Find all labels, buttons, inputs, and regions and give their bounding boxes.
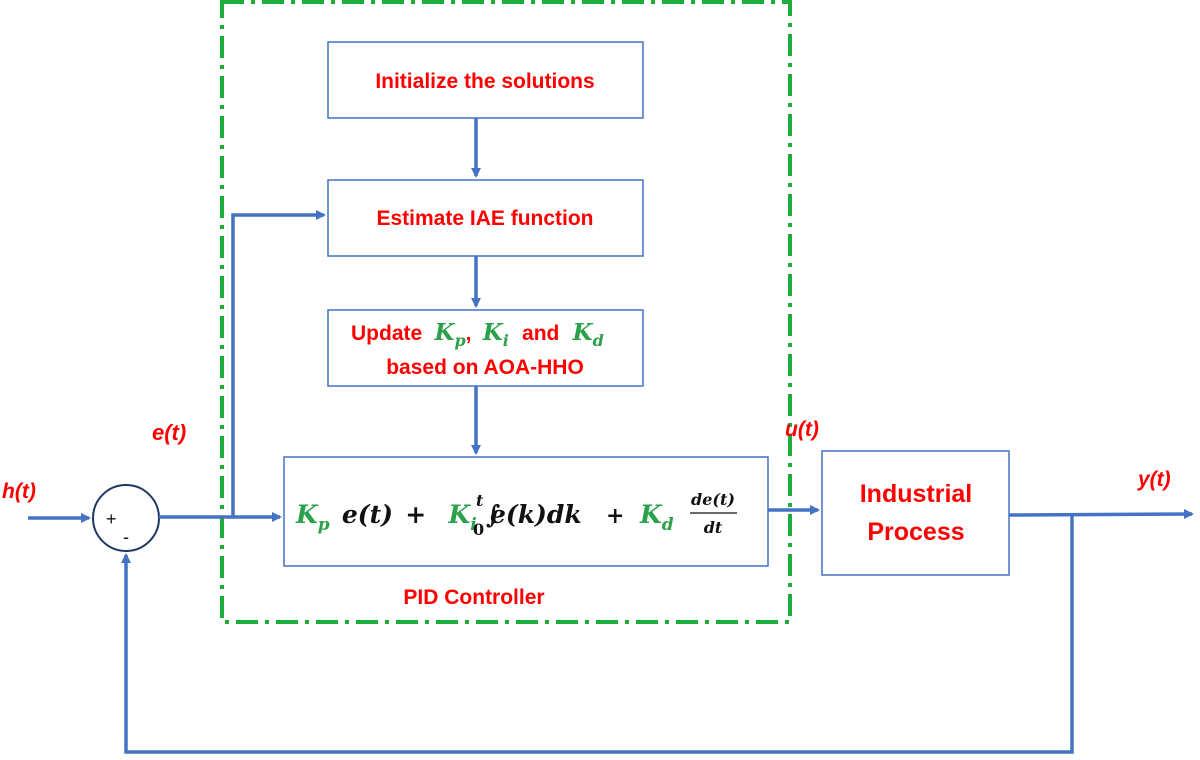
industrial-process-box (821, 450, 1010, 576)
kd-symbol: K (572, 319, 594, 346)
summing-junction-minus: - (123, 527, 129, 547)
update-and: and (522, 322, 559, 345)
ki-symbol: K (482, 319, 504, 346)
update-box (327, 309, 644, 387)
industrial-process-line2: Process (867, 518, 964, 546)
formula-fraction-numerator: de(t) (691, 490, 735, 509)
arrow-error-to-estimate (231, 210, 326, 517)
signal-h-label: h(t) (2, 480, 36, 503)
signal-u-label: u(t) (785, 418, 819, 441)
pid-controller-label: PID Controller (403, 586, 544, 609)
formula-ki-symbol: K (447, 500, 471, 529)
signal-e-label: e(t) (152, 420, 186, 445)
formula-integrand: e(k)dk (490, 500, 582, 529)
formula-error-term: e(t) (342, 500, 393, 529)
ki-subscript: i (503, 331, 509, 350)
initialize-label: Initialize the solutions (375, 70, 594, 93)
formula-integral-upper: t (476, 491, 484, 510)
estimate-box (327, 179, 644, 257)
formula-fraction-denominator: dt (704, 518, 723, 537)
formula-plus-1: + (405, 500, 426, 529)
kd-subscript: d (593, 331, 604, 350)
feedback-path (121, 515, 1074, 754)
update-line2: based on AOA-HHO (386, 356, 584, 379)
formula-kd-term: Kd (639, 500, 674, 535)
pid-formula: Kp e(t) + Ki ∫ (295, 500, 501, 536)
formula-ki-subscript: i (470, 515, 476, 535)
pid-controller-frame (220, 0, 792, 624)
formula-integral-lower: 0 (473, 520, 484, 539)
update-line1: Update Kp, Ki and Kd (351, 319, 604, 351)
formula-kd-symbol: K (639, 500, 663, 529)
arrow-process-output (1008, 509, 1194, 520)
industrial-process-line1: Industrial (860, 480, 973, 508)
initialize-box (327, 41, 644, 119)
formula-plus-2: + (606, 503, 624, 529)
update-prefix: Update (351, 322, 422, 345)
estimate-label: Estimate IAE function (376, 207, 593, 230)
formula-integral-sign: ∫ (486, 500, 501, 529)
formula-kd-subscript: d (662, 515, 674, 535)
comma-separator: , (466, 322, 472, 345)
kp-subscript: p (454, 331, 465, 350)
formula-kp-subscript: p (318, 515, 330, 535)
pid-formula-box (283, 456, 769, 567)
signal-y-label: y(t) (1137, 468, 1171, 491)
summing-junction-plus: + (106, 509, 117, 529)
formula-kp-symbol: K (295, 500, 319, 529)
kp-symbol: K (433, 319, 455, 346)
